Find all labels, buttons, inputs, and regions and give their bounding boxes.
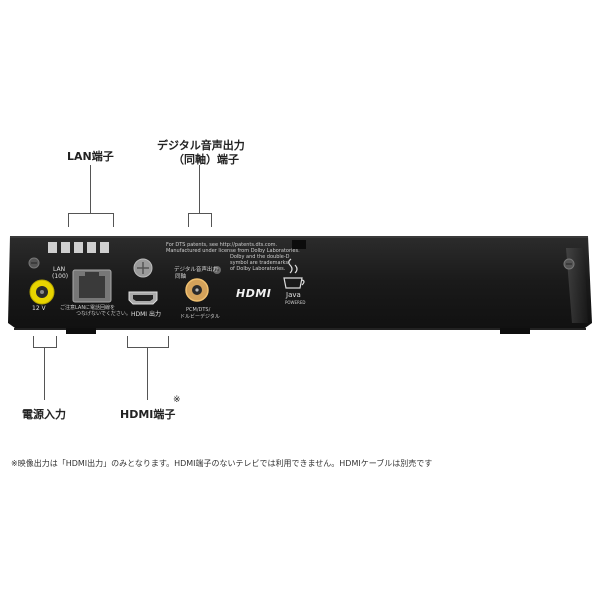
power-bracket-right <box>56 336 57 348</box>
callout-hdmi-label: HDMI端子 <box>120 408 176 421</box>
digital-audio-leader-vertical <box>199 165 200 213</box>
hdmi-logo: HDMI <box>236 287 272 300</box>
lan-leader-vertical <box>90 165 91 213</box>
lan-note-line2: LANに電話回線を <box>75 305 116 311</box>
callout-power-label: 電源入力 <box>22 408 66 421</box>
hdmi-port-label: HDMI 出力 <box>131 311 161 318</box>
device-rear-panel <box>8 236 592 334</box>
java-label: Java <box>286 291 301 299</box>
power-jack <box>29 279 55 305</box>
screw-left <box>28 257 40 269</box>
callout-digital-audio-label-line1: デジタル音声出力 <box>157 139 245 152</box>
java-powered-label: POWERED <box>285 300 306 305</box>
power-bracket-left <box>33 336 34 348</box>
lan-note-line1: ご注意 <box>60 305 76 311</box>
legal-line: Dolby and the double-D <box>230 254 290 260</box>
lan-bracket-right <box>113 213 114 227</box>
callout-digital-audio-label-line2: （同軸）端子 <box>173 153 239 166</box>
lan-note-line3: つなげないでください。 <box>76 311 131 317</box>
digital-audio-bracket-horizontal <box>188 213 212 214</box>
digital-audio-bracket-right <box>211 213 212 227</box>
footnote: ※映像出力は「HDMI出力」のみとなります。HDMI端子のないテレビでは利用でき… <box>11 459 433 468</box>
top-vent <box>292 240 306 249</box>
legal-text-block: For DTS patents, see http://patents.dts.… <box>166 242 300 272</box>
screw-right <box>563 258 575 270</box>
screw-coax <box>213 266 221 274</box>
digital-port-label-line2: 同軸 <box>175 274 187 280</box>
legal-line: symbol are trademarks <box>230 260 289 266</box>
left-foot <box>66 328 96 334</box>
hdmi-leader-vertical <box>147 347 148 400</box>
lan-bracket-left <box>68 213 69 227</box>
hdmi-bracket-right <box>168 336 169 348</box>
hdmi-port <box>128 291 158 305</box>
digital-audio-bracket-left <box>188 213 189 227</box>
coaxial-jack <box>185 278 209 302</box>
hdmi-bracket-horizontal <box>127 347 169 348</box>
lan-port-label-line1: LAN <box>53 266 66 273</box>
screw-hdmi <box>133 258 153 278</box>
lan-bracket-horizontal <box>68 213 114 214</box>
callout-lan-label: LAN端子 <box>67 150 114 163</box>
hdmi-bracket-left <box>127 336 128 348</box>
legal-line: of Dolby Laboratories. <box>230 266 286 272</box>
lan-port <box>72 269 112 303</box>
lan-port-label-line2: (100) <box>52 273 69 280</box>
legal-line: Manufactured under license from Dolby La… <box>166 248 300 254</box>
connector-tabs <box>48 242 109 253</box>
power-leader-vertical <box>44 347 45 400</box>
coax-caption-line2: ドルビーデジタル <box>180 314 220 320</box>
power-bracket-horizontal <box>33 347 57 348</box>
java-cup-icon <box>283 258 305 289</box>
right-foot <box>500 328 530 334</box>
callout-hdmi-mark: ※ <box>173 395 181 405</box>
digital-port-label-line1: デジタル音声出力 <box>174 267 218 273</box>
coax-caption-line1: PCM/DTS/ <box>186 307 211 313</box>
legal-line: For DTS patents, see http://patents.dts.… <box>166 242 278 248</box>
voltage-label: 12 V <box>32 305 46 312</box>
